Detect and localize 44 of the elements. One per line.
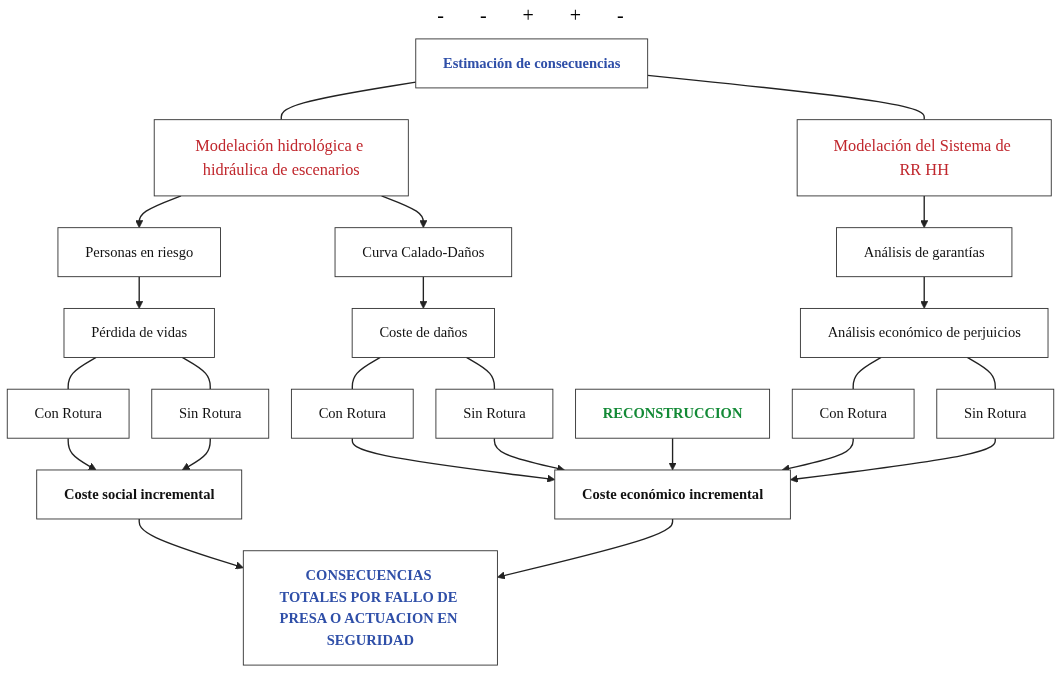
operator-sign: - xyxy=(616,4,625,27)
node-box: Pérdida de vidas xyxy=(63,308,215,358)
arrow xyxy=(668,437,677,471)
node-box: Coste de daños xyxy=(351,308,495,358)
node-box: CONSECUENCIAS TOTALES POR FALLO DE PRESA O ACTUACION EN SEGURIDAD xyxy=(242,550,498,666)
node-box: Curva Calado-Daños xyxy=(334,227,513,278)
arrow xyxy=(920,276,929,309)
node-box: RECONSTRUCCION xyxy=(575,388,771,439)
operator-sign: + xyxy=(568,4,583,27)
connector xyxy=(647,74,925,121)
node-box: Análisis de garantías xyxy=(836,227,1013,278)
node-box: Modelación del Sistema de RR HH xyxy=(796,119,1052,197)
node-box: Sin Rotura xyxy=(151,388,270,439)
connector xyxy=(280,81,417,121)
arrow xyxy=(351,437,556,483)
node-box: Personas en riesgo xyxy=(57,227,221,278)
arrow xyxy=(497,518,674,580)
arrow xyxy=(135,276,144,309)
operator-sign: - xyxy=(478,4,488,27)
node-box: Análisis económico de perjuicios xyxy=(799,308,1049,358)
connector xyxy=(181,356,211,390)
arrow xyxy=(419,276,428,309)
connector xyxy=(852,356,882,390)
connector xyxy=(966,356,996,390)
connector xyxy=(67,356,97,390)
arrow xyxy=(181,437,211,471)
node-box: Sin Rotura xyxy=(936,388,1055,439)
node-box: Modelación hidrológica e hidráulica de escenarios xyxy=(153,119,409,197)
arrow xyxy=(920,195,929,229)
arrow xyxy=(790,437,996,483)
node-box: Con Rotura xyxy=(791,388,915,439)
connector xyxy=(465,356,496,390)
node-box: Con Rotura xyxy=(6,388,130,439)
connector xyxy=(351,356,381,390)
node-box: Coste social incremental xyxy=(36,469,243,520)
operator-sign: + xyxy=(521,4,535,27)
node-box: Con Rotura xyxy=(290,388,414,439)
arrow xyxy=(138,518,244,570)
node-box: Estimación de consecuencias xyxy=(415,38,649,89)
node-box: Coste económico incremental xyxy=(554,469,791,520)
arrow xyxy=(67,437,97,471)
operator-sign: - xyxy=(436,4,445,27)
arrow xyxy=(135,195,182,229)
node-box: Sin Rotura xyxy=(435,388,554,439)
